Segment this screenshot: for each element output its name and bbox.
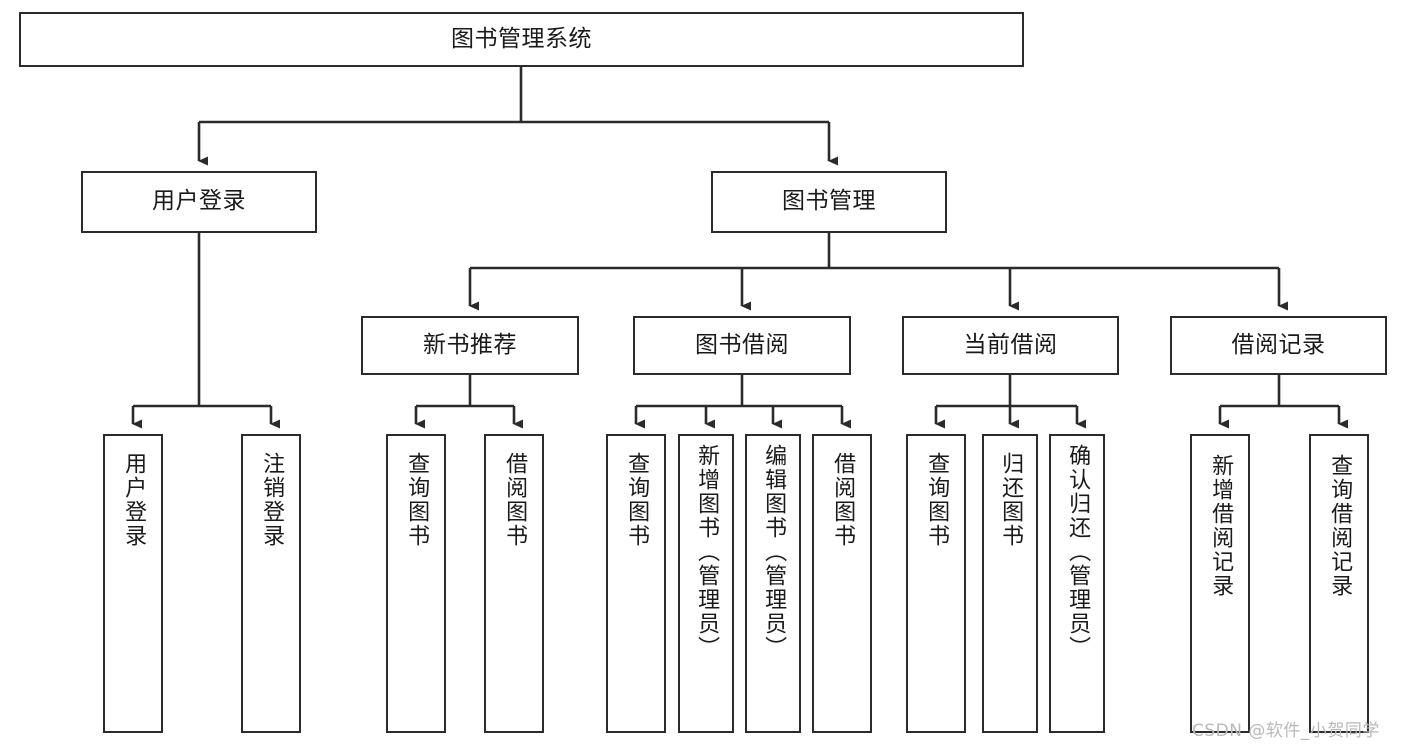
node-leaf-borrow-book-recommend[interactable]: 借阅图书 — [484, 434, 544, 733]
node-new-book-recommend[interactable]: 新书推荐 — [361, 316, 579, 375]
node-book-borrow[interactable]: 图书借阅 — [633, 316, 851, 375]
node-leaf-return-book[interactable]: 归还图书 — [982, 434, 1038, 733]
node-leaf-add-borrow-record-label: 新增借阅记录 — [1208, 454, 1234, 598]
node-leaf-confirm-return-admin[interactable]: 确认归还（管理员） — [1049, 434, 1105, 733]
node-leaf-query-book-current[interactable]: 查询图书 — [906, 434, 966, 733]
node-leaf-add-borrow-record[interactable]: 新增借阅记录 — [1190, 434, 1250, 733]
node-leaf-add-book-admin[interactable]: 新增图书（管理员） — [678, 434, 734, 733]
node-leaf-edit-book-admin-label: 编辑图书（管理员） — [761, 444, 787, 660]
node-leaf-query-book-borrow-label: 查询图书 — [624, 452, 650, 548]
node-leaf-logout-login-label: 注销登录 — [259, 452, 285, 548]
node-leaf-borrow-book[interactable]: 借阅图书 — [812, 434, 872, 733]
node-book-borrow-label: 图书借阅 — [695, 331, 789, 358]
node-leaf-query-book-recommend[interactable]: 查询图书 — [386, 434, 446, 733]
node-leaf-edit-book-admin[interactable]: 编辑图书（管理员） — [745, 434, 801, 733]
node-leaf-query-book-borrow[interactable]: 查询图书 — [606, 434, 666, 733]
node-borrow-record[interactable]: 借阅记录 — [1170, 316, 1387, 375]
node-leaf-borrow-book-label: 借阅图书 — [830, 452, 856, 548]
node-leaf-query-borrow-record[interactable]: 查询借阅记录 — [1309, 434, 1369, 733]
node-user-login-label: 用户登录 — [152, 188, 246, 215]
node-leaf-borrow-book-recommend-label: 借阅图书 — [502, 452, 528, 548]
node-root[interactable]: 图书管理系统 — [19, 12, 1024, 67]
node-current-borrow-label: 当前借阅 — [963, 331, 1058, 358]
node-root-label: 图书管理系统 — [451, 25, 592, 52]
node-leaf-user-login-label: 用户登录 — [121, 452, 147, 548]
node-new-book-recommend-label: 新书推荐 — [423, 331, 517, 358]
node-leaf-return-book-label: 归还图书 — [998, 452, 1024, 548]
node-book-manage[interactable]: 图书管理 — [711, 171, 947, 233]
node-borrow-record-label: 借阅记录 — [1231, 331, 1326, 358]
node-leaf-query-book-recommend-label: 查询图书 — [404, 452, 430, 548]
csdn-watermark: CSDN @软件_小贺同学 — [1192, 721, 1380, 741]
node-leaf-logout-login[interactable]: 注销登录 — [241, 434, 301, 733]
node-leaf-user-login[interactable]: 用户登录 — [103, 434, 163, 733]
node-current-borrow[interactable]: 当前借阅 — [902, 316, 1119, 375]
node-user-login[interactable]: 用户登录 — [81, 171, 317, 233]
node-book-manage-label: 图书管理 — [782, 188, 876, 215]
node-leaf-query-book-current-label: 查询图书 — [924, 452, 950, 548]
node-leaf-query-borrow-record-label: 查询借阅记录 — [1327, 454, 1353, 598]
node-leaf-add-book-admin-label: 新增图书（管理员） — [694, 444, 720, 660]
node-leaf-confirm-return-admin-label: 确认归还（管理员） — [1065, 444, 1091, 660]
